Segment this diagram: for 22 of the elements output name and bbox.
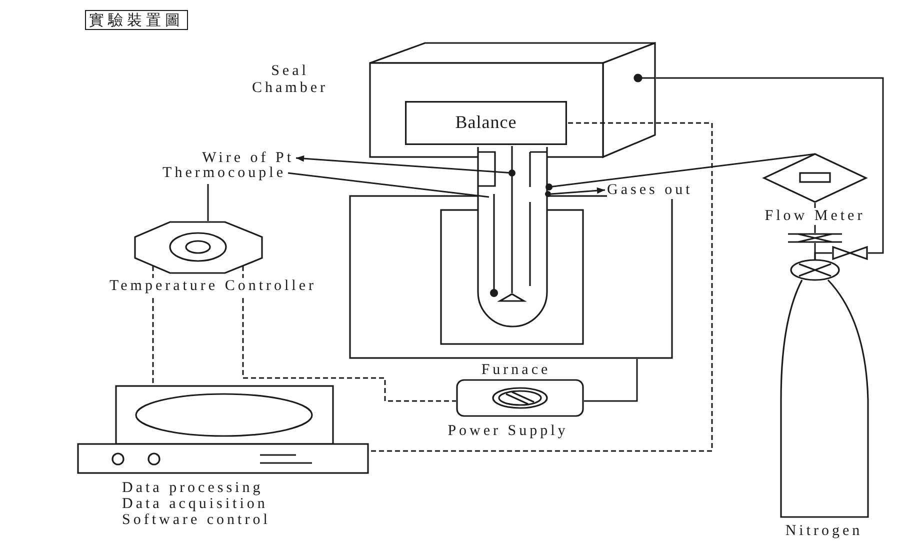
controller-label: Temperature Controller — [110, 278, 316, 295]
valve-icon — [787, 233, 843, 244]
function-label: Data acquisition — [122, 496, 268, 513]
gas-line — [814, 203, 816, 233]
gas-line — [546, 153, 816, 190]
probe-wire — [489, 193, 498, 298]
cable-line — [207, 184, 209, 221]
power-supply-label: Power Supply — [448, 423, 568, 440]
flow-meter-label: Flow Meter — [764, 208, 866, 225]
gas-line — [814, 252, 832, 260]
gas-line — [656, 77, 884, 254]
dashed-signal-line — [369, 122, 713, 452]
leader-line — [288, 172, 490, 198]
valve-icon — [832, 246, 868, 260]
diagram-title: 實驗裝置圖 — [85, 10, 188, 30]
dashed-signal-line — [152, 266, 154, 385]
callout-label: Gases out — [607, 182, 693, 199]
hanging-wire — [508, 146, 516, 294]
dashed-signal-line — [242, 266, 456, 402]
cable-line — [584, 359, 638, 402]
arrow — [550, 187, 606, 195]
callout-label: Thermocouple — [162, 165, 286, 182]
